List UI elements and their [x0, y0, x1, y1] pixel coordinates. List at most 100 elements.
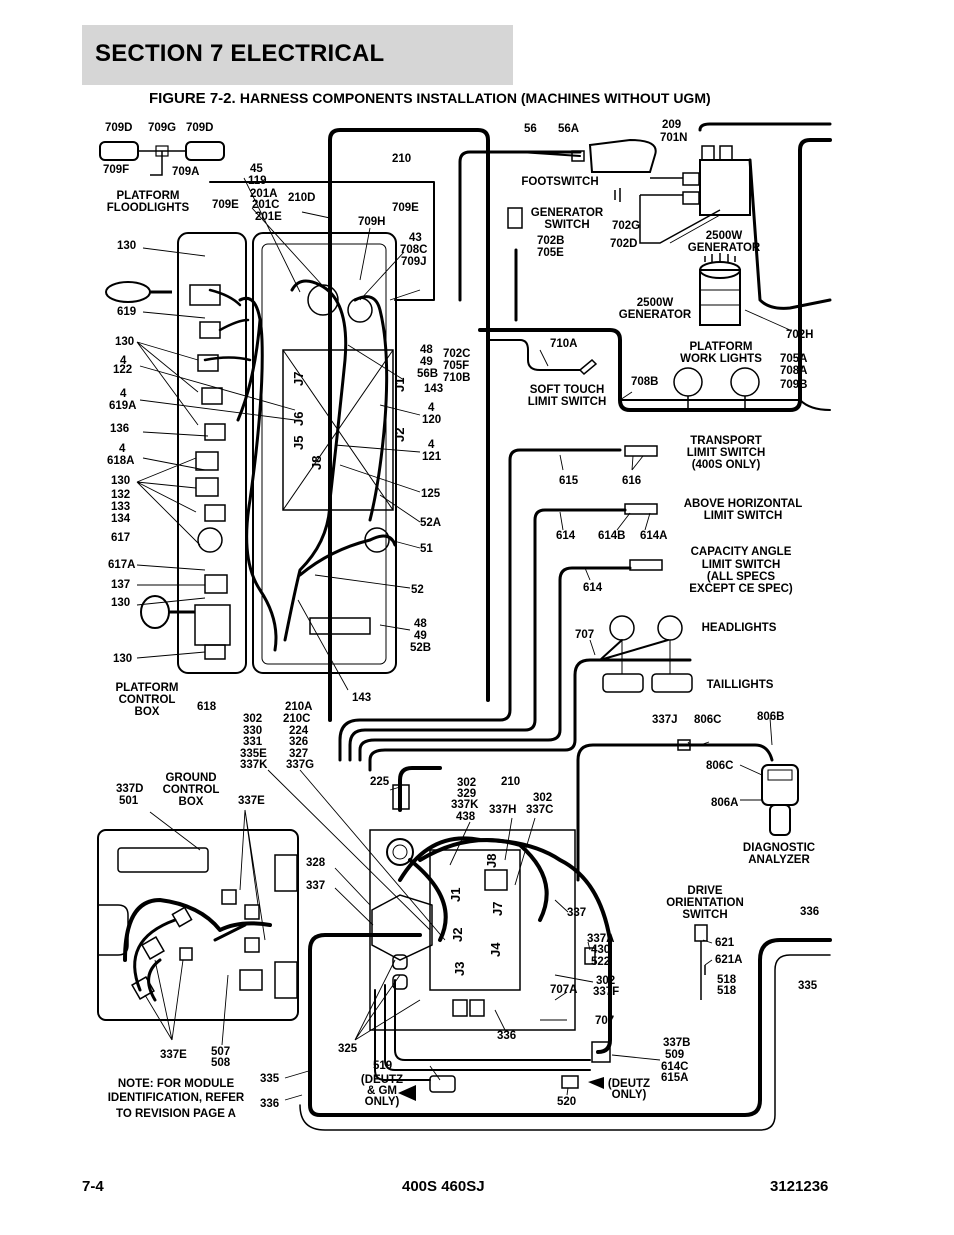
ground-box-component-4: [179, 947, 193, 961]
callout: 130: [111, 597, 130, 609]
callout: 56A: [558, 123, 579, 135]
platform-box-right-inner: [261, 243, 387, 665]
deutz-only-arrow: [588, 1077, 604, 1089]
platform-switch-6: [195, 451, 219, 471]
callout: 143: [352, 692, 371, 704]
harness-worklights: [619, 399, 831, 411]
callout: 708A: [780, 365, 808, 377]
callout: 209: [662, 119, 681, 131]
callout: 52A: [420, 517, 441, 529]
callout: 136: [110, 423, 129, 435]
callout: 614C: [661, 1061, 689, 1073]
callout: 614B: [598, 530, 626, 542]
connector-plug-337j: [591, 1041, 611, 1063]
footer-page-number: 7-4: [82, 1178, 104, 1195]
harness-footswitch: [519, 151, 581, 157]
drive-orientation: [694, 924, 708, 1000]
callout: 618: [197, 701, 217, 713]
callout: 508: [211, 1057, 231, 1069]
callout: 705F: [443, 360, 469, 372]
harness-right-loop-2: [698, 122, 832, 132]
ground-module-board: [429, 849, 521, 991]
callout: 137: [111, 579, 130, 591]
harness-vertical-4: [368, 658, 692, 772]
callout: 329: [457, 788, 476, 800]
callout: 615: [559, 475, 579, 487]
generator-connector-1: [682, 172, 700, 186]
callout: 119: [248, 175, 267, 187]
connector-j3-ground: J3: [452, 962, 467, 976]
callout: 702C: [443, 348, 471, 360]
platform-switch-7: [195, 477, 219, 497]
callout: 707: [595, 1015, 614, 1027]
harness-generator-loop: [748, 158, 832, 310]
callout: 710B: [443, 372, 471, 384]
ground-module-fuse-1: [392, 954, 408, 970]
connector-j7-ground: J7: [490, 902, 505, 916]
harness-platform-loop-c: [298, 295, 397, 577]
platform-switch-1: [189, 284, 221, 306]
callout: 705E: [537, 247, 564, 259]
callout: 621A: [715, 954, 743, 966]
callout: 518: [717, 985, 737, 997]
callout: 702H: [786, 329, 814, 341]
callout: 707: [575, 629, 594, 641]
callout: 4: [428, 402, 435, 414]
figure-title: HARNESS COMPONENTS INSTALLATION (MACHINE…: [239, 90, 711, 106]
callout: 707A: [550, 984, 578, 996]
callout: 132: [111, 489, 130, 501]
callout: 614: [583, 582, 603, 594]
harness-vertical-3: [358, 566, 632, 762]
callout: 133: [111, 501, 130, 513]
platform-box-left-panel: [177, 232, 247, 674]
callout: 134: [111, 513, 131, 525]
callout: 337J: [652, 714, 678, 726]
callout: 130: [111, 475, 130, 487]
harness-ground-box-left-2: [133, 918, 247, 1002]
harness-floodlight-feed: [209, 181, 435, 301]
harness-right-lower-2: [299, 954, 831, 1131]
analyzer-screen: [767, 769, 793, 781]
callout: 201A: [250, 188, 278, 200]
platform-switch-2: [199, 321, 221, 339]
callout: 709E: [392, 202, 419, 214]
platform-box-hole-top: [307, 284, 339, 316]
callout: 43: [409, 232, 422, 244]
connector-j8-ground: J8: [484, 854, 499, 868]
callout: 337D: [116, 783, 144, 795]
callout: 519: [373, 1060, 392, 1072]
connector-j1-ground: J1: [448, 888, 463, 902]
connector-plug-519: [429, 1075, 456, 1093]
callout: 701N: [660, 132, 688, 144]
callout: 614: [556, 530, 576, 542]
limit-switches: [602, 445, 693, 693]
ground-box-component-5: [239, 969, 263, 991]
callout: 201E: [255, 211, 282, 223]
ground-box-connectors: J1 J8 J7 J2 J4 J3: [448, 854, 505, 976]
taillight-right-icon: [651, 673, 693, 693]
taillight-left-icon: [602, 673, 644, 693]
platform-switch-10: [204, 644, 226, 660]
callout: 337: [567, 907, 586, 919]
callout: 335E: [240, 748, 267, 760]
connector-j6-platform: J6: [291, 412, 306, 426]
connector-plug-520: [561, 1075, 579, 1089]
callout: 709J: [401, 256, 427, 268]
harness-main-top: [328, 128, 490, 722]
platform-switch-3: [197, 354, 219, 372]
ground-box-outer: [97, 829, 299, 1021]
callout: 617A: [108, 559, 136, 571]
callout: 336: [800, 906, 819, 918]
drive-orientation-wire: [700, 941, 706, 1000]
headlight-left-icon: [609, 615, 635, 641]
floodlight-right-icon: [185, 141, 225, 161]
harness-platform-loop-d: [203, 288, 252, 362]
